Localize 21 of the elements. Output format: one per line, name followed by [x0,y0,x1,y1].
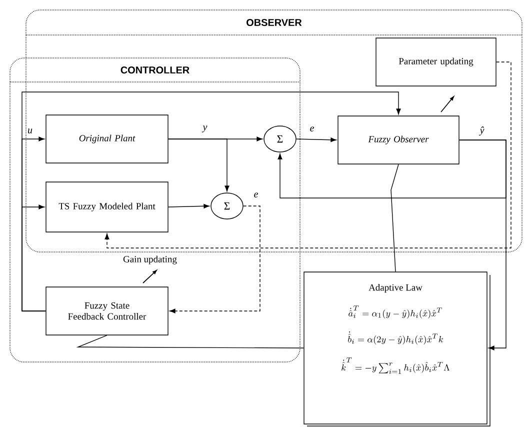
adaptive-law-box: Adaptive Law $\dot{\hat{a}}_i^T=\alpha_1(y-\hat{y})h_i(\hat{x})\hat{x}^T$ $\dot{\hat{b}}_i=\alpha(2y-\hat{y})h_i(\hat{x})\hat{x}^T k$ $\dot{\hat{k}}^T=-y\sum_{i=1}^{r}h_i(\hat{x})\hat{b}_i\hat{x}^T\Lambda$ [304,272,490,426]
connector-arrow [22,92,401,312]
connector-arrow [168,204,210,208]
edge-label: e [254,192,258,198]
connector-arrow [296,138,336,142]
connector-arrow [168,138,230,192]
edge-label: u [28,128,32,134]
process-box: Original Plant [46,114,168,164]
edge-label: y [202,126,208,132]
process-box: Parameter updating [376,38,496,86]
annotation-label: Gain updating [123,256,177,264]
connector-arrow [104,62,512,248]
connector-arrow [278,140,506,198]
process-box: Fuzzy State Feedback Controller [46,286,168,336]
edge-label: ŷ [478,126,484,136]
process-box: TS Fuzzy Modeled Plant [46,182,168,232]
process-box: Fuzzy Observer [338,116,460,164]
summing-junction: Σ [210,192,244,220]
connector-arrow [170,206,260,314]
summing-junction: Σ [264,126,296,152]
edge-label: e [310,126,314,132]
